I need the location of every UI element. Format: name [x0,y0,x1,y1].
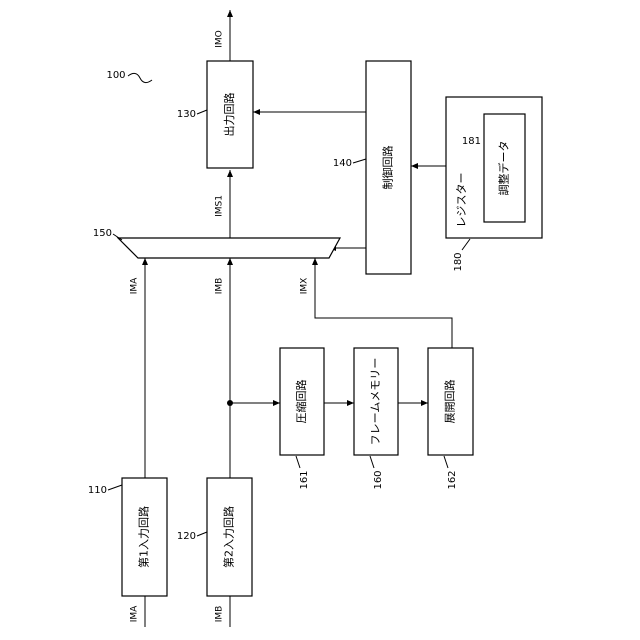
input-circuit-1-label: 第1入力回路 [137,506,151,568]
selector-150 [118,238,340,258]
control-circuit-leader [353,159,366,163]
selector-ref: 150 [93,228,112,239]
input-circuit-2-label: 第2入力回路 [222,506,236,568]
signal-imb: IMB [215,278,225,295]
signal-imb-in: IMB [215,606,225,623]
input-circuit-1-ref: 110 [88,485,107,496]
control-circuit-ref: 140 [333,158,352,169]
input-circuit-2-leader [197,532,207,536]
output-circuit-leader [197,110,207,114]
expand-circuit-ref: 162 [447,470,458,489]
signal-ima: IMA [130,277,140,294]
frame-memory-ref: 160 [373,470,384,489]
adjust-data-ref: 181 [462,136,481,147]
register-leader [462,239,470,250]
figure-ref-leader [128,73,152,82]
expand-circuit-label: 展開回路 [444,380,457,424]
compress-circuit-leader [296,456,300,468]
input-circuit-2-ref: 120 [177,531,196,542]
output-circuit-label: 出力回路 [222,93,236,137]
frame-memory-leader [370,456,374,468]
compress-circuit-ref: 161 [299,470,310,489]
signal-ims1: IMS1 [215,195,225,217]
signal-imo: IMO [215,30,225,48]
figure-ref: 100 [106,70,125,81]
frame-memory-label: フレームメモリー [369,358,382,446]
signal-imx: IMX [300,278,310,295]
compress-circuit-label: 圧縮回路 [294,380,308,424]
input-circuit-1-leader [108,485,122,490]
expand-circuit-leader [444,456,448,468]
register-ref: 180 [453,252,464,271]
output-circuit-ref: 130 [177,109,196,120]
register-label: レジスター [455,173,468,228]
signal-ima-in: IMA [130,605,140,622]
selector-leader [113,234,122,240]
adjust-data-label: 調整データ [497,141,511,196]
control-circuit-label: 制御回路 [381,146,395,190]
